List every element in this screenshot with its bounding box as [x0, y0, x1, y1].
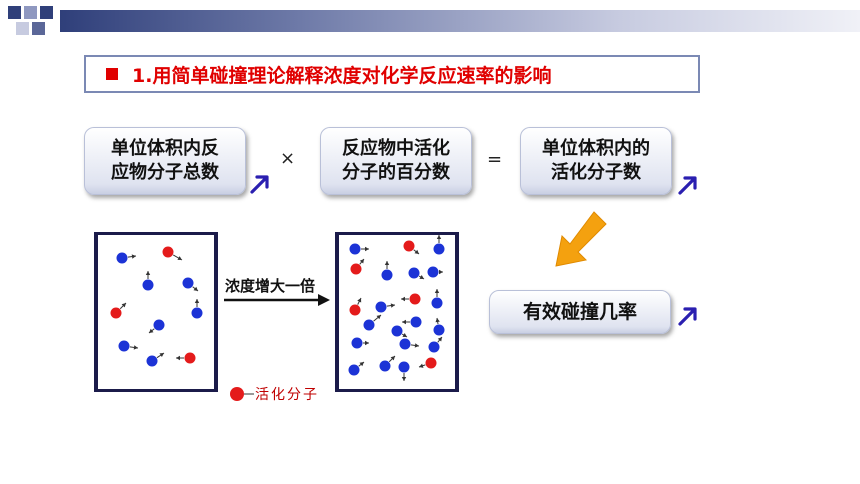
panel-low-concentration	[94, 232, 218, 392]
active-molecule	[110, 302, 127, 319]
header-gradient-bar	[60, 10, 860, 32]
active-molecule	[401, 293, 421, 305]
molecule	[375, 301, 396, 313]
concentration-label: 浓度增大一倍	[225, 277, 316, 295]
molecule	[142, 271, 154, 291]
active-molecule	[403, 240, 420, 255]
deco-square	[32, 22, 45, 35]
box-active-percentage: 反应物中活化 分子的百分数	[320, 127, 472, 195]
legend: 活化分子	[229, 384, 319, 404]
active-molecule	[176, 352, 196, 364]
molecule	[146, 352, 165, 367]
panel-high-concentration	[335, 232, 459, 392]
right-arrow-icon	[224, 294, 330, 306]
molecule	[148, 319, 165, 334]
box-line: 单位体积内的	[542, 138, 650, 159]
molecule	[391, 325, 408, 338]
increase-arrow-icon	[678, 176, 697, 195]
box-line: 应物分子总数	[111, 162, 219, 183]
molecule	[116, 252, 137, 264]
molecule	[182, 277, 199, 292]
deco-square	[8, 6, 21, 19]
box-line: 分子的百分数	[342, 162, 450, 183]
box-active-molecules: 单位体积内的 活化分子数	[520, 127, 672, 195]
deco-square	[40, 6, 53, 19]
box-line: 反应物中活化	[342, 138, 450, 159]
page-title: 1.用简单碰撞理论解释浓度对化学反应速率的影响	[132, 64, 552, 87]
molecule-diagram-right	[348, 235, 445, 381]
molecule	[431, 289, 443, 309]
legend-label: 活化分子	[255, 387, 319, 403]
molecule	[351, 337, 369, 349]
molecule	[408, 267, 425, 280]
molecule	[402, 316, 422, 328]
active-molecule	[350, 258, 365, 275]
title-bullet-icon	[106, 68, 118, 80]
header-decoration	[0, 0, 860, 40]
deco-square	[24, 6, 37, 19]
molecule	[428, 336, 443, 353]
molecule	[379, 355, 396, 372]
deco-square	[16, 22, 29, 35]
active-molecule	[418, 357, 437, 369]
molecule	[363, 314, 382, 331]
increase-arrow-icon	[250, 175, 269, 194]
active-molecule	[162, 246, 183, 261]
molecule	[427, 266, 443, 278]
active-molecule-icon	[230, 387, 254, 401]
increase-arrow-icon	[678, 307, 697, 326]
molecule	[349, 243, 369, 255]
box-line: 单位体积内反	[111, 138, 219, 159]
molecule	[398, 361, 410, 381]
molecule	[381, 261, 393, 281]
multiply-sign: ×	[280, 148, 296, 169]
result-label: 有效碰撞几率	[522, 301, 637, 323]
box-effective-collision: 有效碰撞几率	[489, 290, 671, 334]
molecule	[348, 361, 365, 376]
equals-sign: =	[487, 149, 503, 170]
molecule	[191, 299, 203, 319]
down-arrow-icon	[555, 211, 607, 267]
molecule	[433, 235, 445, 255]
molecule	[399, 338, 420, 350]
molecule	[118, 340, 139, 352]
molecule-diagram-left	[110, 246, 203, 367]
title-box: 1.用简单碰撞理论解释浓度对化学反应速率的影响	[84, 55, 700, 93]
box-total-molecules: 单位体积内反 应物分子总数	[84, 127, 246, 195]
molecule	[433, 317, 445, 336]
box-line: 活化分子数	[551, 162, 641, 183]
active-molecule	[349, 297, 362, 316]
